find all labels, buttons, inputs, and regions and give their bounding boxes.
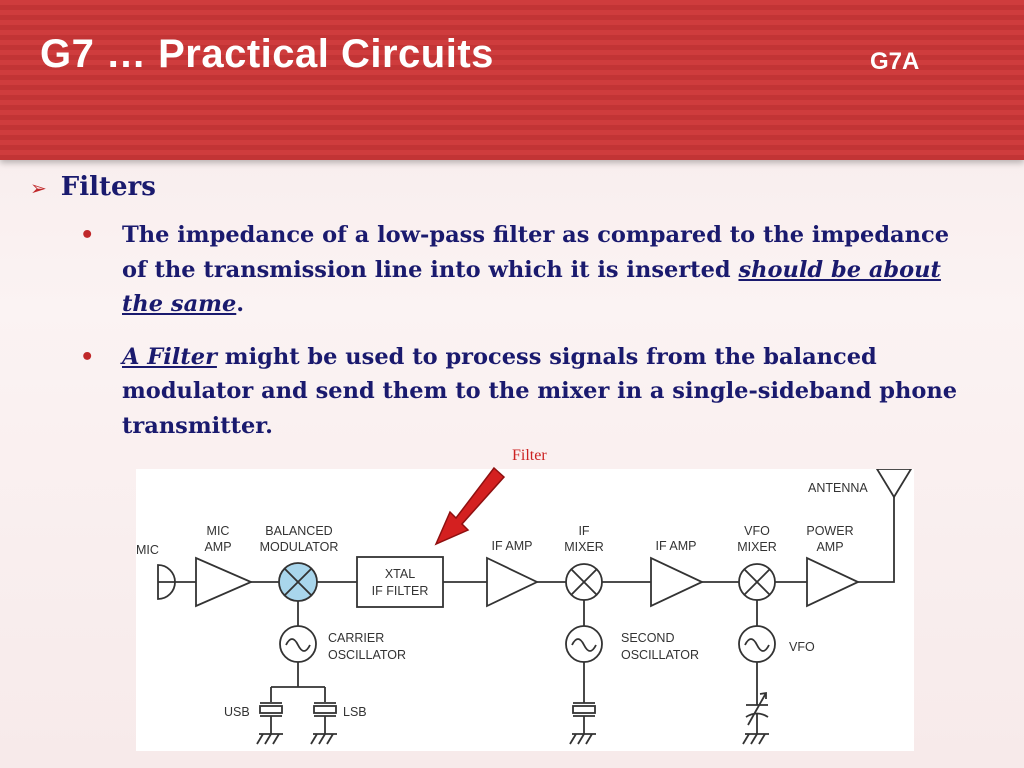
label-mic-amp-line2: AMP — [204, 540, 231, 554]
label-vfo: VFO — [789, 640, 815, 654]
usb-crystal-icon — [259, 705, 283, 714]
label-balanced-line2: MODULATOR — [260, 540, 339, 554]
heading-filters: ➢ Filters — [30, 172, 156, 202]
variable-capacitor-icon — [745, 712, 769, 718]
label-balanced-line1: BALANCED — [265, 524, 332, 538]
label-second-osc-line2: OSCILLATOR — [621, 648, 699, 662]
label-antenna: ANTENNA — [808, 481, 868, 495]
label-second-osc-line1: SECOND — [621, 631, 674, 645]
bullet-text: might be used to process signals from th… — [122, 343, 958, 439]
label-xtal-line2: IF FILTER — [372, 584, 429, 598]
slide-title: G7 … Practical Circuits — [40, 32, 494, 76]
heading-text: Filters — [60, 172, 156, 202]
label-if-amp-2: IF AMP — [656, 539, 697, 553]
ground-hatch — [310, 733, 318, 745]
ssb-transmitter-diagram: MIC MIC AMP BALANCED MODULATOR XTAL IF F… — [136, 469, 914, 751]
sine-wave-icon — [571, 638, 597, 652]
antenna-feed-line — [858, 497, 895, 583]
lsb-crystal-icon — [313, 705, 337, 714]
bullet-text: The impedance of a low-pass filter as co… — [122, 222, 950, 283]
variable-capacitor-arrow — [747, 692, 767, 726]
sine-wave-icon — [285, 638, 311, 652]
mic-amp-triangle-icon — [195, 556, 254, 608]
power-amp-triangle-icon — [806, 556, 861, 608]
label-vfo-mixer-line2: MIXER — [737, 540, 777, 554]
if-amp-triangle-icon — [486, 556, 540, 608]
bullet-emphasis: A Filter — [122, 343, 217, 370]
if-amp-2-triangle-icon — [650, 556, 705, 608]
label-if-mixer-line2: MIXER — [564, 540, 604, 554]
label-carrier-line1: CARRIER — [328, 631, 384, 645]
label-if-amp-1: IF AMP — [492, 539, 533, 553]
ground-hatch — [585, 733, 593, 745]
label-vfo-mixer-line1: VFO — [744, 524, 770, 538]
filter-annotation-label: Filter — [512, 447, 547, 464]
bullet-item: • The impedance of a low-pass filter as … — [74, 218, 974, 322]
ground-hatch — [264, 733, 272, 745]
ground-hatch — [569, 733, 577, 745]
variable-capacitor-arrowhead — [759, 691, 767, 699]
label-if-mixer-line1: IF — [578, 524, 589, 538]
bullet-text-end: . — [236, 291, 245, 317]
mixer-cross-line — [570, 568, 598, 596]
diagram-background — [136, 469, 914, 751]
sine-wave-icon — [744, 638, 770, 652]
ground-hatch — [272, 733, 280, 745]
ground-hatch — [326, 733, 334, 745]
filter-pointer-arrow-icon — [434, 466, 506, 546]
bullet-dot-icon: • — [80, 343, 95, 370]
label-mic-amp-line1: MIC — [207, 524, 230, 538]
slide-header: G7 … Practical Circuits G7A — [0, 0, 1024, 160]
mixer-cross-line — [283, 567, 313, 597]
label-mic: MIC — [136, 543, 159, 557]
ground-hatch — [318, 733, 326, 745]
xtal-if-filter-box — [356, 556, 444, 608]
bullet-list: • The impedance of a low-pass filter as … — [74, 218, 974, 461]
bullet-emphasis: should be about the same — [122, 256, 941, 318]
crystal-icon — [572, 705, 596, 714]
ground-hatch — [758, 733, 766, 745]
mixer-cross-line — [743, 568, 771, 596]
label-usb: USB — [224, 705, 250, 719]
bullet-dot-icon: • — [80, 222, 95, 248]
bullet-item: • A Filter might be used to process sign… — [74, 340, 974, 444]
ground-hatch — [750, 733, 758, 745]
ground-hatch — [742, 733, 750, 745]
label-lsb: LSB — [343, 705, 367, 719]
label-carrier-line2: OSCILLATOR — [328, 648, 406, 662]
label-power-amp-line1: POWER — [806, 524, 853, 538]
antenna-icon — [875, 469, 913, 499]
section-code: G7A — [870, 48, 920, 75]
ground-hatch — [577, 733, 585, 745]
label-power-amp-line2: AMP — [816, 540, 843, 554]
arrow-bullet-icon: ➢ — [30, 176, 47, 200]
ground-hatch — [256, 733, 264, 745]
label-xtal-line1: XTAL — [385, 567, 415, 581]
